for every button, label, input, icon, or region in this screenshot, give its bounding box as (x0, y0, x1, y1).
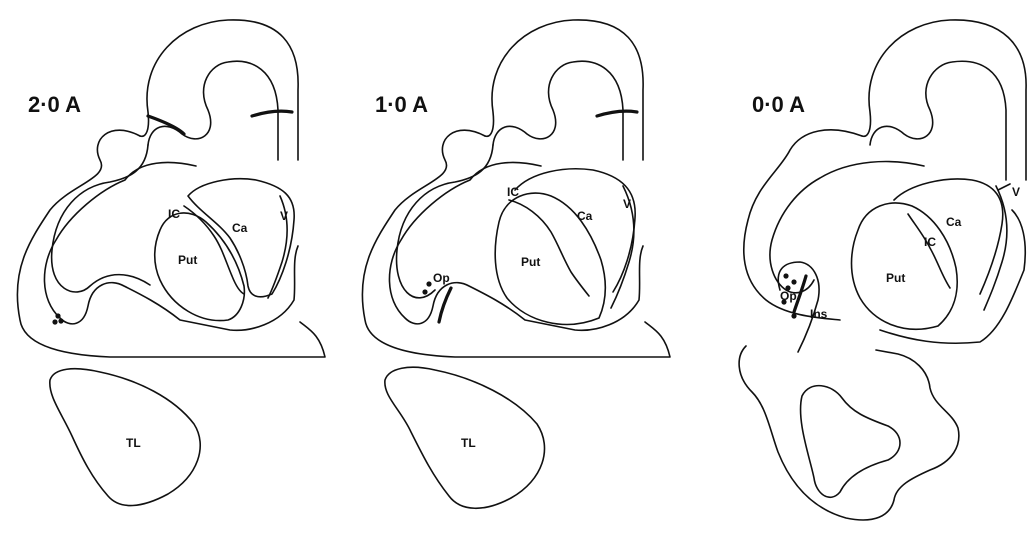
cortex-outline (485, 20, 643, 160)
sulcus-line (597, 111, 637, 116)
label-caudate: Ca (232, 221, 248, 235)
lesion-dot (55, 313, 60, 318)
internal-capsule-line (184, 206, 244, 294)
label-caudate: Ca (946, 215, 962, 229)
cortex-outer-left (362, 130, 670, 357)
label-temporal-lobe: TL (461, 436, 476, 450)
label-operculum: Op (433, 271, 450, 285)
label-putamen: Put (178, 253, 197, 267)
lesion-dot (52, 319, 57, 324)
label-temporal-lobe: TL (126, 436, 141, 450)
cortex-inner-left (44, 163, 298, 331)
lesion-dot (791, 313, 796, 318)
label-putamen: Put (521, 255, 540, 269)
label-ventricle: V (280, 209, 288, 223)
internal-capsule-line (908, 214, 950, 288)
label-insula: Ins (810, 307, 828, 321)
cortex-outer-left (17, 130, 325, 357)
lesion-dot (791, 279, 796, 284)
lesion-dot (58, 318, 63, 323)
section-0-0-A: 0·0 A V Ca IC Put Op Ins (739, 20, 1026, 520)
caudate-outline (188, 179, 294, 297)
caudate-outline (894, 179, 1003, 294)
lesion-dot (426, 281, 431, 286)
label-internal-capsule: IC (507, 185, 519, 199)
section-level-label: 0·0 A (752, 92, 805, 117)
ventricle-pointer (998, 184, 1010, 190)
lower-inner-loop (801, 386, 900, 498)
section-1-0-A: 1·0 A IC Ca V Put Op TL (362, 20, 670, 508)
putamen-outline (852, 203, 958, 329)
cortex-outline (862, 20, 1026, 180)
operculum-sulcus-line (439, 288, 451, 322)
label-ventricle: V (1012, 185, 1020, 199)
label-putamen: Put (886, 271, 905, 285)
lesion-dot (422, 289, 427, 294)
ventricle-line (984, 186, 1007, 310)
label-internal-capsule: IC (168, 207, 180, 221)
label-internal-capsule: IC (924, 235, 936, 249)
lower-cortex-outline (739, 346, 959, 520)
sulcus-line-2 (252, 111, 292, 116)
lesion-dot (783, 273, 788, 278)
section-2-0-A: 2·0 A IC Ca V Put TL (17, 20, 325, 506)
putamen-outline (155, 213, 245, 321)
caudate-outline (515, 169, 635, 292)
label-ventricle: V (623, 197, 631, 211)
section-level-label: 1·0 A (375, 92, 428, 117)
label-operculum: Op (780, 289, 797, 303)
section-level-label: 2·0 A (28, 92, 81, 117)
cortex-outline (140, 20, 298, 160)
label-caudate: Ca (577, 209, 593, 223)
